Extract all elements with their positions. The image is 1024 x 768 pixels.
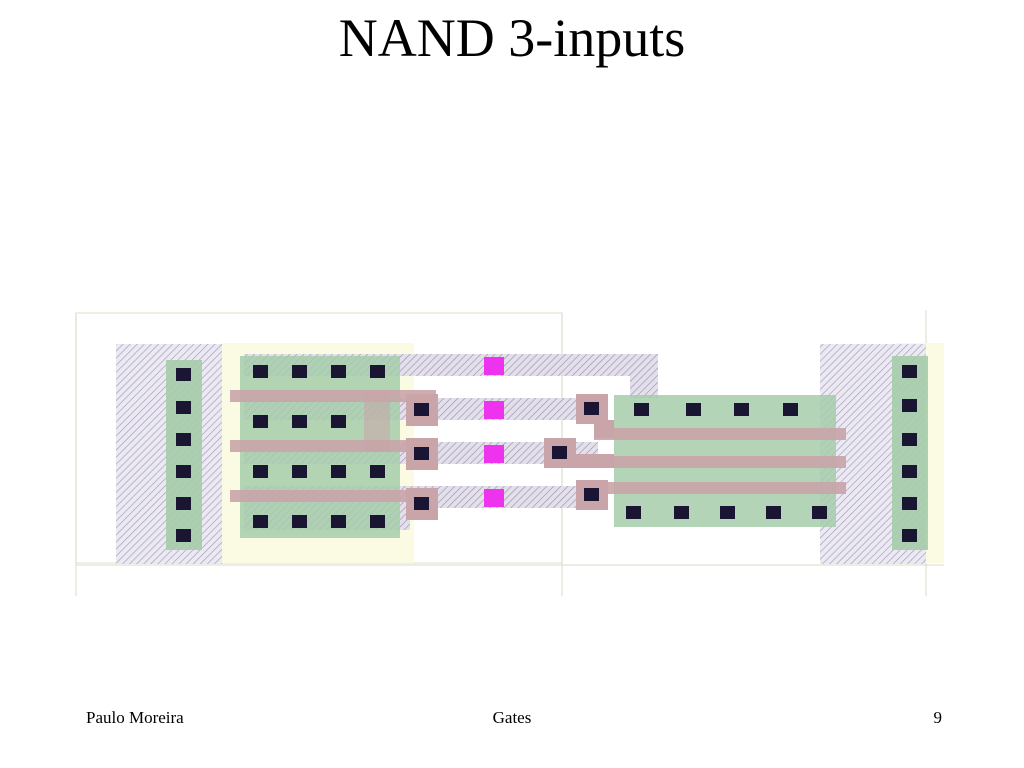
footer-topic: Gates	[492, 708, 532, 727]
contact-layer	[176, 365, 917, 542]
via	[484, 357, 504, 375]
via	[484, 489, 504, 507]
via-layer	[484, 357, 504, 507]
via	[484, 445, 504, 463]
footer-author: Paulo Moreira	[86, 708, 184, 727]
footer-page-number: 9	[933, 708, 943, 727]
slide-title: NAND 3-inputs	[338, 8, 686, 68]
via	[484, 401, 504, 419]
